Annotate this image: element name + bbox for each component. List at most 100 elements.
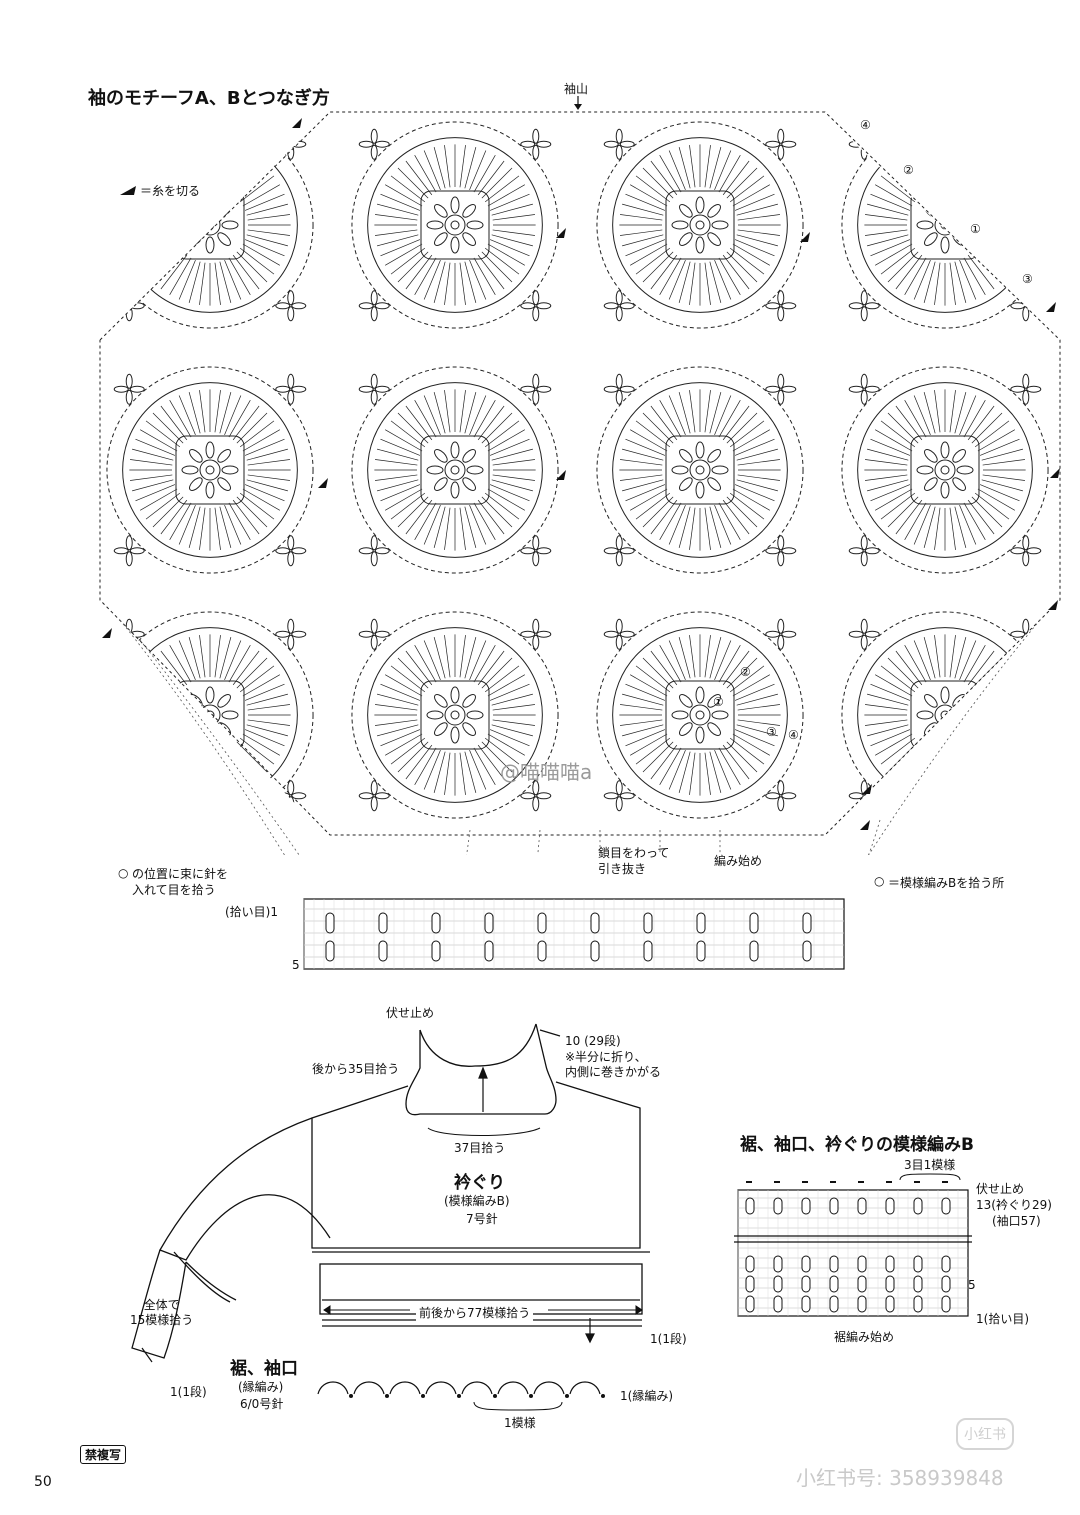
stitch-strip xyxy=(303,898,845,970)
edging-dot xyxy=(421,1394,425,1398)
strip-stitch xyxy=(749,940,759,962)
pattern-b-stitch xyxy=(801,1295,811,1313)
pattern-b-stitch xyxy=(745,1295,755,1313)
pattern-b-stitch xyxy=(913,1197,923,1215)
hem-pattern: (縁編み) xyxy=(238,1380,284,1394)
back-pick-label: 後から35目拾う xyxy=(312,1062,400,1076)
round-4-inner: ④ xyxy=(788,728,799,742)
edging-picot xyxy=(497,1381,529,1395)
round-1-top: ① xyxy=(970,222,981,236)
round-2-inner: ② xyxy=(740,665,751,679)
pattern-b-repeat-bracket xyxy=(899,1173,961,1181)
fold-note: ※半分に折り、 内側に巻きかがる xyxy=(565,1050,662,1079)
pattern-b-stitch xyxy=(941,1197,951,1215)
no-copy-badge: 禁複写 xyxy=(80,1445,127,1464)
front-back-pick-label: 前後から77模様拾う xyxy=(416,1304,534,1321)
strip-stitch xyxy=(537,940,547,962)
strip-stitch xyxy=(802,940,812,962)
pattern-b-rows-cuff: (袖口57) xyxy=(992,1214,1041,1228)
motif-diagram xyxy=(99,111,1061,855)
edging-picot xyxy=(569,1381,601,1395)
pickup-rows-label: (拾い目)1 xyxy=(225,905,278,919)
bind-off-label: 伏せ止め xyxy=(386,1006,435,1020)
edging-chart xyxy=(317,1381,605,1398)
strip-stitch xyxy=(484,912,494,934)
pattern-b-stitch xyxy=(773,1255,783,1273)
edging-dot xyxy=(457,1394,461,1398)
pickup-note-circle: ○ xyxy=(118,866,129,880)
pattern-b-stitch xyxy=(941,1295,951,1313)
edging-picot xyxy=(533,1381,565,1395)
strip-stitch xyxy=(802,912,812,934)
sleeve-outline xyxy=(99,111,1061,836)
neckband-outline xyxy=(405,1023,557,1116)
neckband-pattern: (模様編みB) xyxy=(444,1194,510,1208)
start-note: 編み始め xyxy=(714,854,763,868)
hem-title: 裾、袖口 xyxy=(230,1359,298,1379)
motif xyxy=(841,121,1049,329)
watermark-center: @喵喵喵a xyxy=(500,760,593,784)
strip-stitch xyxy=(696,912,706,934)
strip-stitch xyxy=(749,912,759,934)
neck-pick-label: 37目拾う xyxy=(454,1141,506,1155)
pattern-b-stitch xyxy=(885,1255,895,1273)
pattern-b-row5: 5 xyxy=(968,1278,976,1292)
motif xyxy=(596,366,804,574)
motif xyxy=(841,366,1049,574)
round-2-top: ② xyxy=(903,163,914,177)
pattern-b-stitch xyxy=(745,1275,755,1293)
pattern-b-stitch xyxy=(857,1255,867,1273)
round-1-inner: ① xyxy=(713,695,724,709)
pattern-b-stitch xyxy=(857,1295,867,1313)
round-4-top: ④ xyxy=(860,118,871,132)
pattern-b-stitch xyxy=(857,1197,867,1215)
strip-stitch xyxy=(378,912,388,934)
pattern-b-stitch xyxy=(941,1275,951,1293)
neckband-needle: 7号針 xyxy=(466,1212,498,1226)
pattern-b-stitch xyxy=(773,1295,783,1313)
rows-note: 10 (29段) xyxy=(565,1034,621,1048)
edging-dot xyxy=(565,1394,569,1398)
strip-stitch xyxy=(643,912,653,934)
row-5-label: 5 xyxy=(292,958,300,972)
strip-stitch xyxy=(696,940,706,962)
strip-stitch xyxy=(431,940,441,962)
hem-row-label: 1(1段) xyxy=(650,1332,687,1346)
pattern-b-stitch xyxy=(829,1275,839,1293)
pattern-b-stitch xyxy=(913,1295,923,1313)
edging-picot xyxy=(425,1381,457,1395)
cut-markers xyxy=(102,118,1060,830)
watermark-logo: 小红书 xyxy=(956,1418,1014,1450)
repeat-bracket xyxy=(473,1401,563,1411)
edging-picot xyxy=(461,1381,493,1395)
motif xyxy=(351,121,559,329)
pattern-b-stitch xyxy=(913,1275,923,1293)
edge-row-label: 1(縁編み) xyxy=(620,1389,673,1403)
sleeve-row-label: 1(1段) xyxy=(170,1385,207,1399)
motif xyxy=(351,366,559,574)
pattern-b-title: 裾、袖口、衿ぐりの模様編みB xyxy=(740,1135,974,1155)
pattern-b-stitch xyxy=(801,1255,811,1273)
motif xyxy=(106,121,314,329)
strip-stitch xyxy=(325,912,335,934)
pattern-b-stitch xyxy=(857,1275,867,1293)
pattern-b-stitch xyxy=(885,1197,895,1215)
pickup-note: の位置に束に針を 入れて目を拾う xyxy=(132,867,229,897)
edging-picot xyxy=(317,1381,349,1395)
one-repeat-label: 1模様 xyxy=(504,1416,536,1430)
pattern-b-frame xyxy=(737,1189,969,1317)
all-pick-label: 全体で 15模様拾う xyxy=(130,1298,194,1327)
motif xyxy=(106,366,314,574)
pattern-b-stitch xyxy=(941,1255,951,1273)
garment-schematic xyxy=(131,1023,650,1363)
motif xyxy=(596,121,804,329)
pattern-b-repeat: 3目1模様 xyxy=(904,1158,956,1172)
neck-curve xyxy=(419,1023,537,1067)
watermark-id: 小红书号: 358939848 xyxy=(796,1466,1004,1490)
round-3-inner: ③ xyxy=(766,725,777,739)
chain-split-note: 鎖目をわって 引き抜き xyxy=(598,846,670,876)
pattern-b-stitch xyxy=(773,1197,783,1215)
motif xyxy=(351,611,559,819)
strip-stitch xyxy=(590,912,600,934)
strip-stitch xyxy=(643,940,653,962)
